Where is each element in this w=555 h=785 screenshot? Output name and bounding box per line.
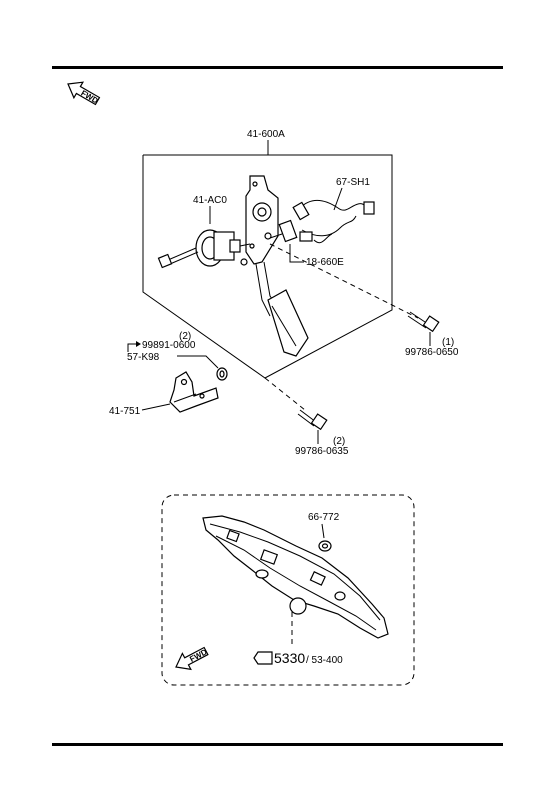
- leader-57-K98: [177, 355, 219, 369]
- qty-99786-0635: (2): [333, 436, 345, 447]
- label-99786-0635: 99786-0635: [295, 446, 349, 457]
- ref-5330: 5330: [274, 650, 305, 666]
- wiring-harness: [292, 200, 375, 244]
- label-66-772: 66-772: [308, 512, 340, 523]
- sensor-link: [239, 243, 251, 247]
- leader-66-772: [321, 523, 325, 539]
- fwd-arrow-inset-icon: FWD: [175, 646, 209, 671]
- label-99891-0600: 99891-0600: [142, 340, 196, 351]
- dash-to-bolt-bottom: [264, 377, 306, 411]
- assembly-boundary: [142, 154, 393, 379]
- top-rule: [52, 66, 503, 69]
- label-41-600A: 41-600A: [247, 129, 285, 140]
- pedal-bracket-plate: [245, 175, 279, 265]
- sensor-nut: [240, 258, 248, 266]
- label-57-K98: 57-K98: [127, 352, 160, 363]
- reference-pointer-icon: [253, 651, 273, 665]
- grommet-66-772: [318, 540, 332, 552]
- label-41-751: 41-751: [109, 406, 141, 417]
- sensor-bolt: [157, 247, 199, 269]
- bottom-rule: [52, 743, 503, 746]
- leader-99891-0600: [127, 343, 136, 352]
- leader-18-660E: [289, 244, 304, 263]
- arrowhead-99891-0600: [136, 341, 141, 347]
- label-41-AC0: 41-AC0: [193, 195, 227, 206]
- dash-to-bolt-right: [269, 243, 419, 319]
- label-67-SH1: 67-SH1: [336, 177, 370, 188]
- pedal-position-sensor: [195, 229, 241, 267]
- dash-panel: [202, 515, 389, 639]
- label-99786-0650: 99786-0650: [405, 347, 459, 358]
- fwd-arrow-icon: FWD: [67, 81, 101, 106]
- qty-99786-0650: (1): [442, 337, 454, 348]
- harness-clip: [269, 219, 298, 243]
- ref-53-400: / 53-400: [306, 655, 343, 666]
- bolt-99786-0635: [297, 409, 328, 431]
- qty-99891-0600: (2): [179, 331, 191, 342]
- bolt-99786-0650: [407, 311, 440, 333]
- clip-57-K98: [216, 367, 228, 381]
- accelerator-pedal-arm: [255, 261, 309, 357]
- bracket-41-751: [169, 371, 219, 413]
- leader-41-751: [141, 403, 171, 411]
- label-18-660E: 18-660E: [306, 257, 344, 268]
